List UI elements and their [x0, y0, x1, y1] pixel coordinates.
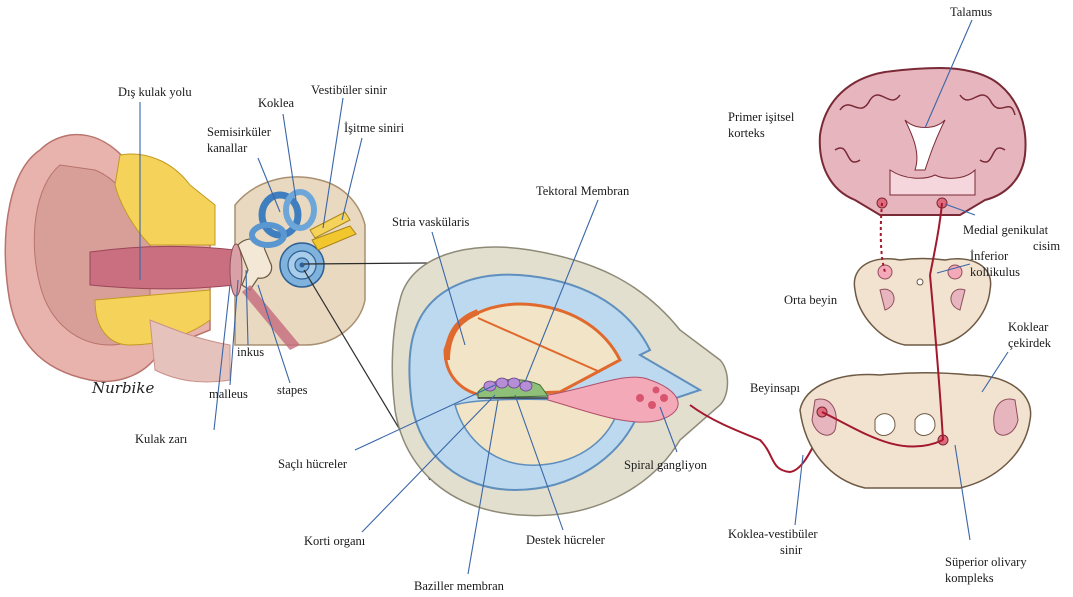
- label-isitme-siniri: İşitme siniri: [344, 121, 405, 135]
- label-vestibuler-sinir: Vestibüler sinir: [311, 83, 388, 97]
- label-koklear-line2: çekirdek: [1008, 336, 1052, 350]
- label-semisirkuler-line1: Semisirküler: [207, 125, 272, 139]
- label-koklea: Koklea: [258, 96, 295, 110]
- label-primer-line1: Primer işitsel: [728, 110, 795, 124]
- label-koklear-line1: Koklear: [1008, 320, 1049, 334]
- outer-ear: [5, 135, 235, 382]
- label-baziller-membran: Baziller membran: [414, 579, 505, 593]
- label-inferior-line2: kollikulus: [970, 265, 1020, 279]
- label-inkus: inkus: [237, 345, 264, 359]
- label-stapes: stapes: [277, 383, 308, 397]
- label-koklea-vestibuler-line1: Koklea-vestibüler: [728, 527, 818, 541]
- label-talamus: Talamus: [950, 5, 992, 19]
- label-korti-organi: Korti organı: [304, 534, 366, 548]
- label-inferior-line1: İnferior: [970, 249, 1009, 263]
- label-beyinsapi: Beyinsapı: [750, 381, 801, 395]
- brain-coronal: [820, 68, 1026, 215]
- label-sacli-hucreler: Saçlı hücreler: [278, 457, 348, 471]
- label-orta-beyin: Orta beyin: [784, 293, 838, 307]
- label-kulak-zari: Kulak zarı: [135, 432, 188, 446]
- label-stria-vaskularis: Stria vaskülaris: [392, 215, 470, 229]
- label-primer-line2: korteks: [728, 126, 765, 140]
- label-tektoral-membran: Tektoral Membran: [536, 184, 630, 198]
- label-superior-line1: Süperior olivary: [945, 555, 1027, 569]
- label-destek-hucreler: Destek hücreler: [526, 533, 606, 547]
- label-medial-line1: Medial genikulat: [963, 223, 1049, 237]
- label-malleus: malleus: [209, 387, 248, 401]
- label-medial-line2: cisim: [1033, 239, 1060, 253]
- label-semisirkuler-line2: kanallar: [207, 141, 248, 155]
- artist-signature: Nurbike: [91, 379, 154, 397]
- label-superior-line2: kompleks: [945, 571, 994, 585]
- label-dis-kulak-yolu: Dış kulak yolu: [118, 85, 192, 99]
- label-koklea-vestibuler-line2: sinir: [780, 543, 803, 557]
- brainstem-section: [800, 373, 1031, 488]
- label-spiral-gangliyon: Spiral gangliyon: [624, 458, 708, 472]
- ear-canal: [90, 246, 235, 288]
